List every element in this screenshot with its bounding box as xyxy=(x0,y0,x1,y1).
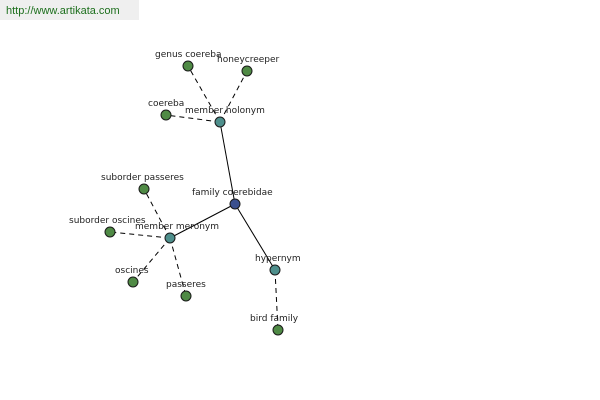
node-bird-family[interactable] xyxy=(272,324,284,336)
graph-nodes xyxy=(104,60,284,336)
edge-meronym-passeres xyxy=(169,237,187,297)
node-oscines[interactable] xyxy=(127,276,139,288)
edge-meronym-suborder-oscines xyxy=(109,231,171,239)
edge-center-holonym xyxy=(219,121,236,205)
node-label-center[interactable]: family coerebidae xyxy=(192,188,273,198)
edge-meronym-suborder-passeres xyxy=(143,188,171,239)
node-holonym[interactable] xyxy=(214,116,226,128)
node-label-genus-coereba[interactable]: genus coereba xyxy=(155,50,221,60)
node-passeres[interactable] xyxy=(180,290,192,302)
node-label-suborder-oscines[interactable]: suborder oscines xyxy=(69,216,146,226)
node-label-oscines[interactable]: oscines xyxy=(115,266,149,276)
node-label-meronym[interactable]: member meronym xyxy=(135,222,219,232)
node-label-coereba[interactable]: coereba xyxy=(148,99,184,109)
node-genus-coereba[interactable] xyxy=(182,60,194,72)
node-meronym[interactable] xyxy=(164,232,176,244)
node-hypernym[interactable] xyxy=(269,264,281,276)
node-honeycreeper[interactable] xyxy=(241,65,253,77)
edge-center-hypernym xyxy=(234,203,276,271)
graph-labels: family coerebidae member holonym member me… xyxy=(69,50,301,324)
edge-holonym-genus-coereba xyxy=(187,65,221,123)
node-center[interactable] xyxy=(229,198,241,210)
node-suborder-oscines[interactable] xyxy=(104,226,116,238)
graph-edges xyxy=(109,65,279,331)
node-coereba[interactable] xyxy=(160,109,172,121)
edge-holonym-coereba xyxy=(165,114,221,123)
source-url-link[interactable]: http://www.artikata.com xyxy=(0,0,139,20)
edge-holonym-honeycreeper xyxy=(219,70,248,123)
node-label-holonym[interactable]: member holonym xyxy=(185,106,265,116)
node-suborder-passeres[interactable] xyxy=(138,183,150,195)
node-label-passeres[interactable]: passeres xyxy=(166,280,206,290)
node-label-honeycreeper[interactable]: honeycreeper xyxy=(217,55,280,65)
node-label-hypernym[interactable]: hypernym xyxy=(255,254,301,264)
edge-center-meronym xyxy=(169,203,236,239)
node-label-suborder-passeres[interactable]: suborder passeres xyxy=(101,173,184,183)
node-label-bird-family[interactable]: bird family xyxy=(250,314,299,324)
edge-meronym-oscines xyxy=(132,237,171,283)
edge-hypernym-bird-family xyxy=(274,269,279,331)
